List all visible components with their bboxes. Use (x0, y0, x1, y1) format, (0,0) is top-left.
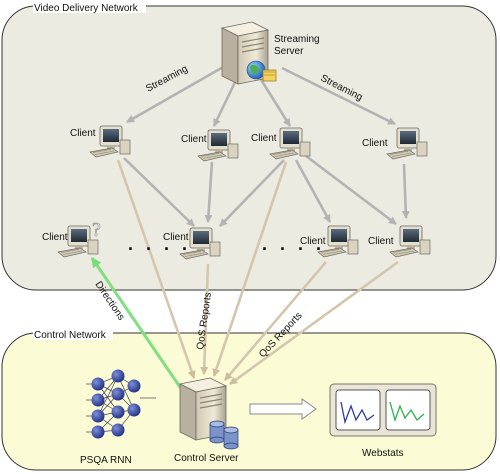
video-delivery-network-region (1, 5, 497, 291)
client-label: Client (300, 236, 326, 247)
streaming-server-label-line2: Server (274, 46, 304, 57)
ellipsis-right: . . . . (262, 234, 325, 254)
psqa-rnn-label: PSQA RNN (80, 455, 132, 466)
directions-arrow (90, 257, 184, 391)
client-label: Client (368, 236, 394, 247)
streaming-server-icon (220, 21, 277, 85)
streaming-server-label-line1: Streaming (274, 34, 320, 45)
control-network-label: Control Network (34, 330, 107, 341)
webstats-label: Webstats (362, 448, 404, 459)
ellipsis-left: . . . . (128, 234, 191, 254)
client-label: Client (181, 134, 207, 145)
streaming-arrows (123, 64, 410, 227)
database-icon (209, 420, 239, 450)
webstats-chart-green (389, 401, 425, 423)
qos-report-arrows (116, 159, 399, 386)
control-server-label: Control Server (174, 453, 239, 464)
client-label: Client (70, 128, 96, 139)
client-label: Client (251, 133, 277, 144)
client-label: Client (362, 138, 388, 149)
webstats-arrow (249, 398, 317, 420)
webstats-chart-blue (340, 401, 375, 425)
question-mark-icon: ? (92, 219, 101, 241)
video-network-label: Video Delivery Network (34, 3, 139, 14)
webstats-panel (329, 383, 437, 437)
client-label: Client (42, 232, 68, 243)
client-label: Client (163, 232, 189, 243)
neural-network-icon (86, 369, 156, 439)
